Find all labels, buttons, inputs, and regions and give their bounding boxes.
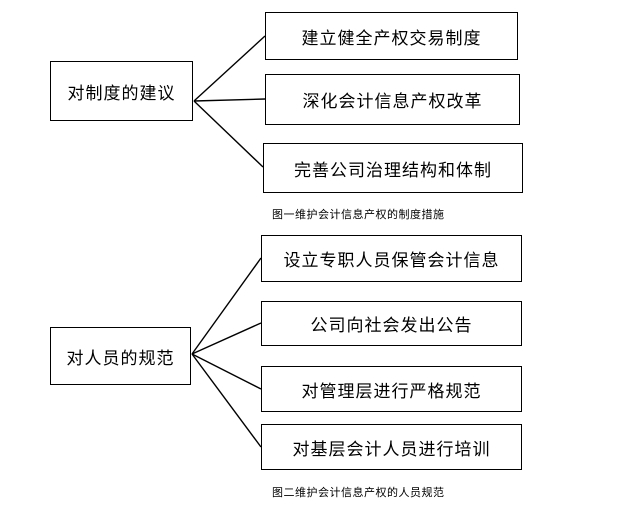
child-node-label: 完善公司治理结构和体制	[294, 160, 492, 181]
child-node-2-4: 对基层会计人员进行培训	[261, 424, 522, 470]
child-node-label: 深化会计信息产权改革	[302, 92, 483, 112]
connector-2-2	[191, 322, 262, 355]
caption-figure-1: 图一维护会计信息产权的制度措施	[272, 208, 445, 221]
connector-1-2	[193, 98, 266, 102]
connector-1-1	[193, 35, 266, 102]
child-node-1-2: 深化会计信息产权改革	[265, 74, 520, 125]
child-node-label: 公司向社会发出公告	[310, 316, 473, 336]
child-node-label: 建立健全产权交易制度	[301, 28, 482, 49]
root-node-personnel: 对人员的规范	[50, 327, 191, 385]
child-node-2-1: 设立专职人员保管会计信息	[261, 235, 522, 282]
child-node-label: 对基层会计人员进行培训	[292, 439, 491, 460]
connector-2-1	[191, 257, 262, 355]
root-node-label: 对制度的建议	[67, 83, 176, 104]
caption-figure-2: 图二维护会计信息产权的人员规范	[272, 486, 445, 499]
root-node-institution: 对制度的建议	[50, 61, 193, 121]
connector-2-4	[191, 353, 262, 448]
child-node-2-3: 对管理层进行严格规范	[261, 366, 522, 412]
child-node-2-2: 公司向社会发出公告	[261, 301, 522, 346]
child-node-label: 设立专职人员保管会计信息	[283, 251, 500, 271]
connector-1-3	[193, 100, 264, 168]
connector-2-3	[191, 353, 262, 390]
child-node-1-3: 完善公司治理结构和体制	[263, 143, 523, 193]
child-node-label: 对管理层进行严格规范	[301, 381, 482, 402]
root-node-label: 对人员的规范	[66, 348, 175, 369]
child-node-1-1: 建立健全产权交易制度	[265, 12, 518, 60]
